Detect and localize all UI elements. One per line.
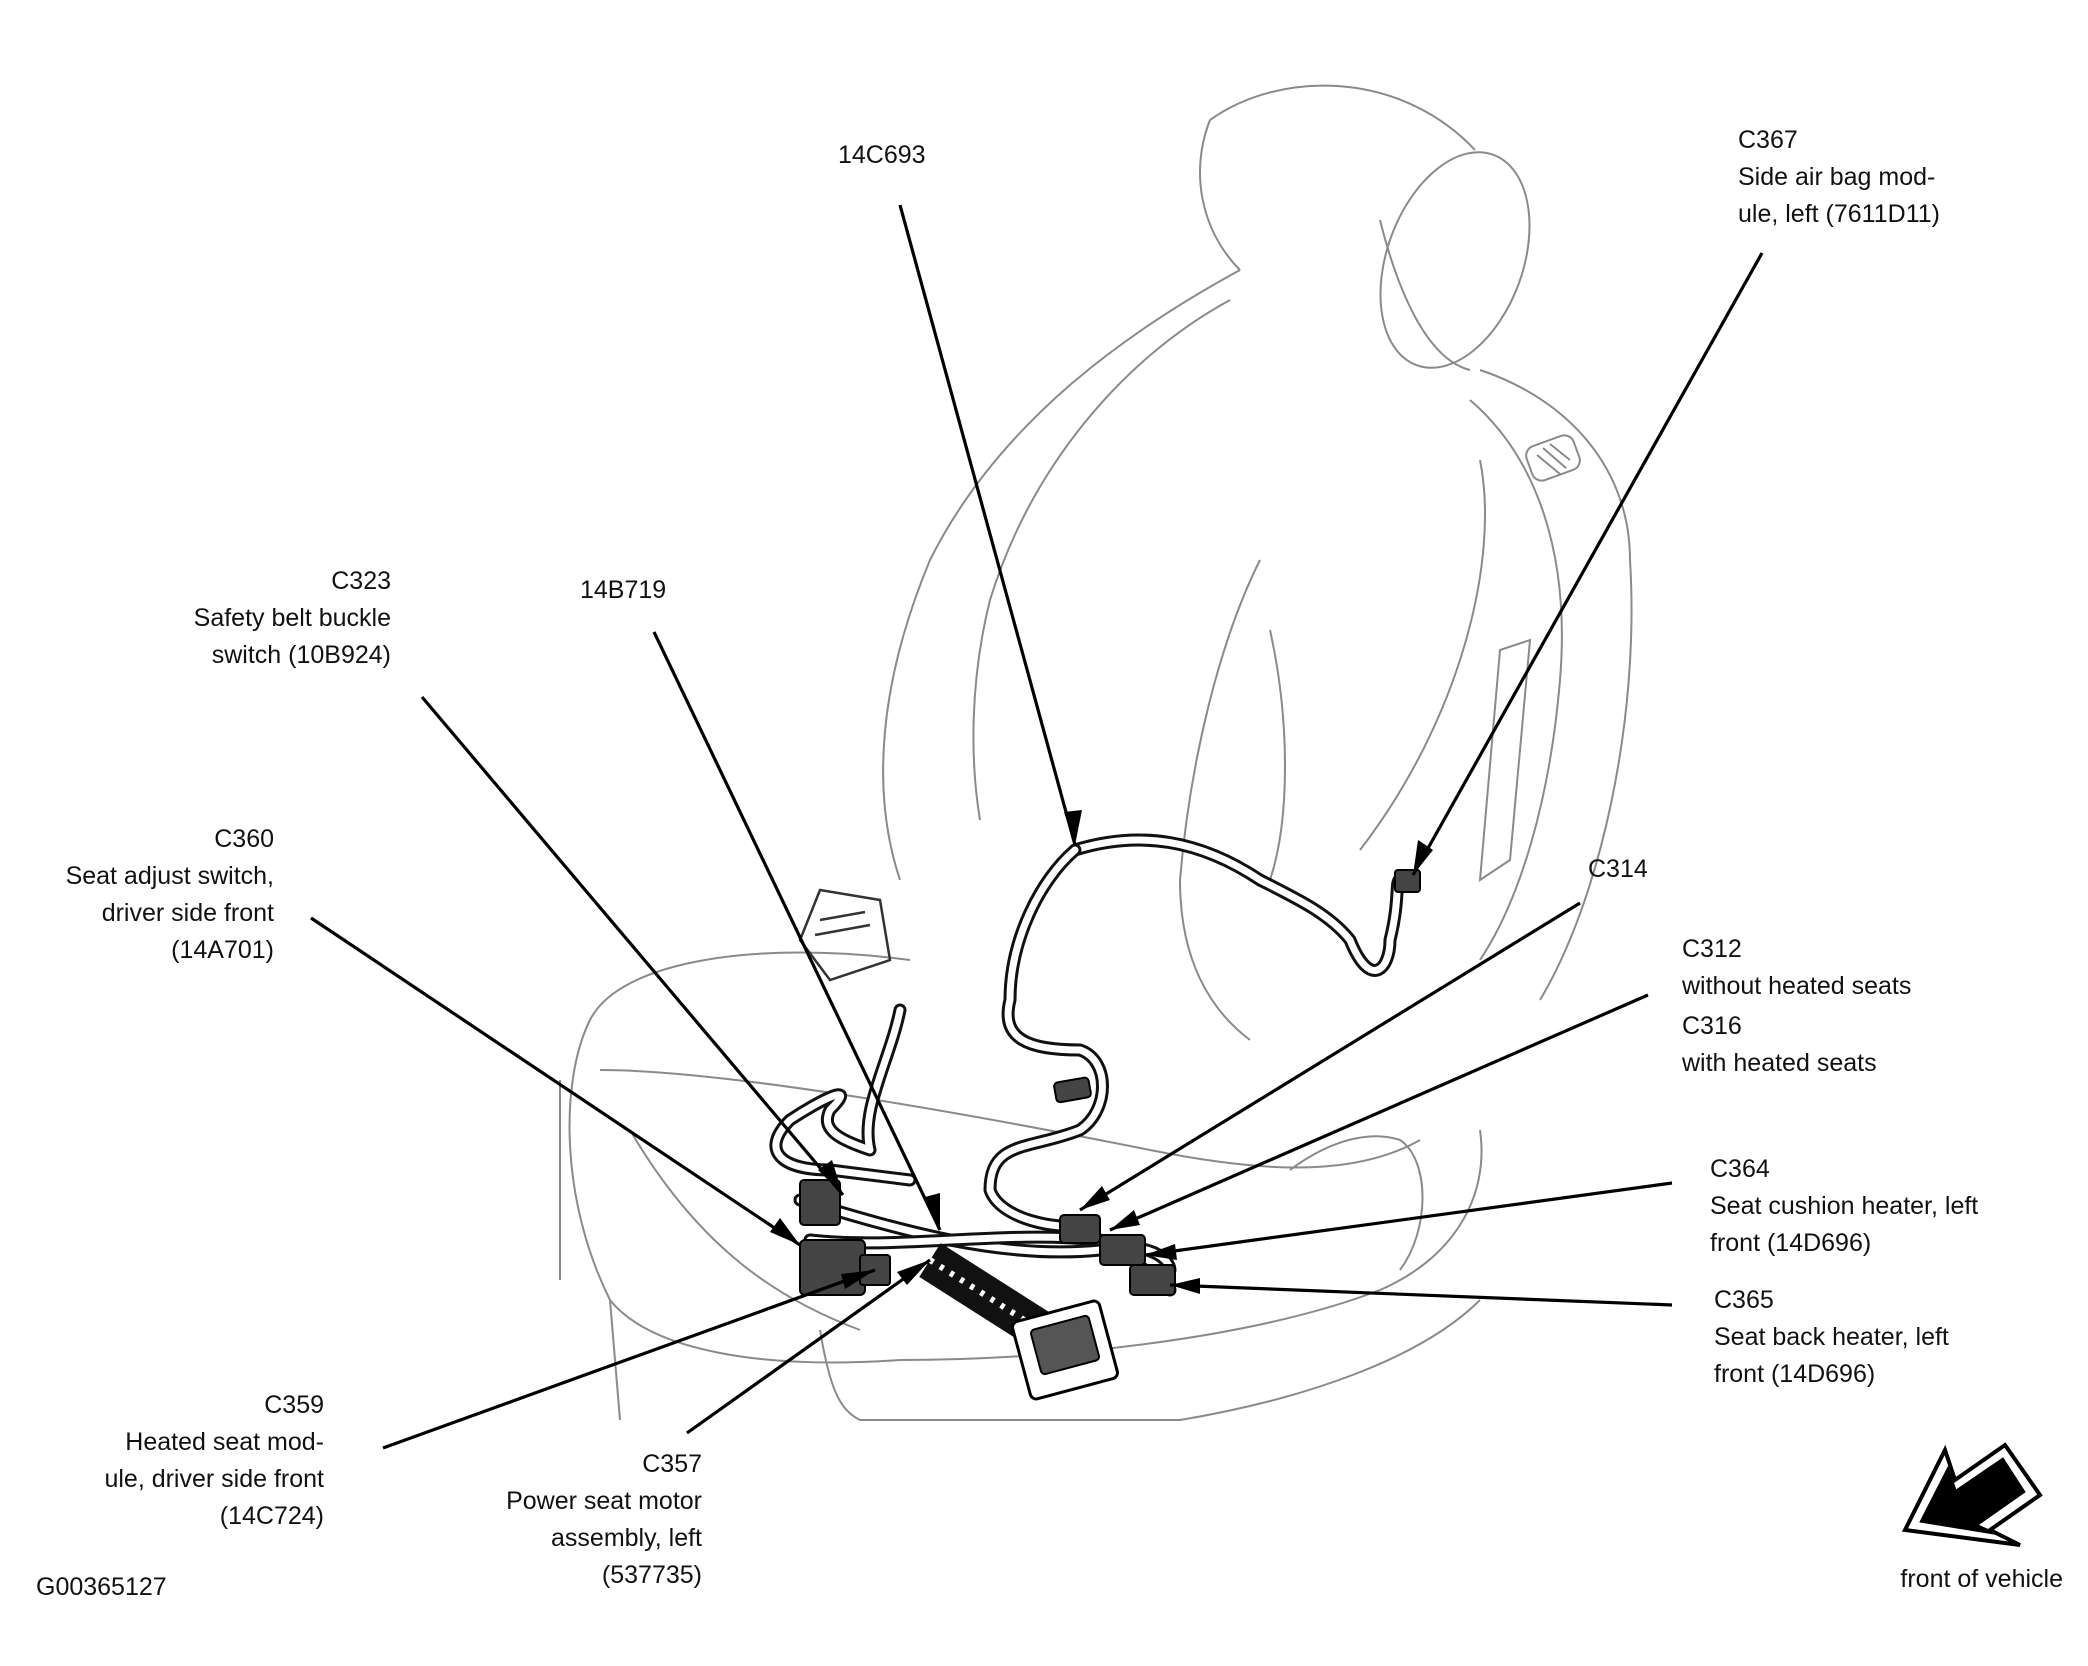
- label-c323-id: C323: [331, 567, 391, 595]
- label-c365: C365 Seat back heater, left front (14D69…: [1714, 1282, 1949, 1393]
- leader-c360: [310, 916, 801, 1247]
- label-c365-line2: front (14D696): [1714, 1360, 1876, 1388]
- leader-c323: [420, 695, 845, 1197]
- c357-connector: [1011, 1299, 1119, 1401]
- leader-arrowheads: [770, 810, 1433, 1294]
- label-c316: C316 with heated seats: [1682, 1008, 1877, 1082]
- wiring-harness: [769, 833, 1407, 1347]
- label-14c693-id: 14C693: [838, 141, 926, 169]
- label-c316-line1: with heated seats: [1682, 1049, 1877, 1077]
- c314-connector: [1053, 1076, 1092, 1104]
- front-direction-arrow-icon: [1901, 1442, 2043, 1547]
- seat-outline: [559, 84, 1633, 1421]
- label-c359: C359 Heated seat mod- ule, driver side f…: [104, 1387, 324, 1535]
- leader-14c693: [898, 204, 1077, 846]
- arrowhead-c323: [818, 1160, 843, 1195]
- label-c365-id: C365: [1714, 1286, 1774, 1314]
- leader-c367: [1411, 252, 1764, 876]
- label-c360-id: C360: [214, 825, 274, 853]
- arrowhead-c364: [1145, 1244, 1177, 1260]
- label-c367-line1: Side air bag mod-: [1738, 163, 1936, 191]
- label-c360-line1: Seat adjust switch,: [65, 862, 274, 890]
- label-c323-line1: Safety belt buckle: [193, 604, 391, 632]
- label-c359-id: C359: [264, 1391, 324, 1419]
- label-c357: C357 Power seat motor assembly, left (53…: [506, 1446, 702, 1594]
- label-c360-line2: driver side front: [101, 899, 274, 927]
- c323-connector: [799, 1179, 841, 1226]
- c365-connector: [1129, 1264, 1176, 1296]
- arrowhead-c367: [1413, 840, 1433, 875]
- label-c357-id: C357: [642, 1450, 702, 1478]
- label-c359-line1: Heated seat mod-: [125, 1428, 324, 1456]
- connectors: [799, 869, 1421, 1401]
- leader-lines: [310, 204, 1764, 1450]
- label-c367: C367 Side air bag mod- ule, left (7611D1…: [1738, 122, 1940, 233]
- label-c323-line2: switch (10B924): [211, 641, 391, 669]
- label-c357-line1: Power seat motor: [506, 1487, 702, 1515]
- leader-c364: [1144, 1181, 1673, 1257]
- label-c312-line1: without heated seats: [1682, 972, 1912, 1000]
- label-c364-line2: front (14D696): [1710, 1229, 1872, 1257]
- label-14b719-id: 14B719: [580, 576, 667, 604]
- label-c360: C360 Seat adjust switch, driver side fro…: [66, 821, 274, 969]
- arrowhead-c312: [1110, 1210, 1140, 1230]
- arrowhead-c365: [1170, 1278, 1200, 1294]
- label-c314: C314: [1588, 851, 1648, 888]
- label-c314-id: C314: [1588, 855, 1648, 883]
- leader-14b719: [652, 631, 942, 1231]
- label-c367-line2: ule, left (7611D11): [1738, 200, 1940, 228]
- arrowhead-c357: [897, 1260, 930, 1285]
- label-c357-line2: assembly, left: [551, 1524, 702, 1552]
- c364-connector: [1099, 1234, 1146, 1266]
- label-c323: C323 Safety belt buckle switch (10B924): [194, 563, 391, 674]
- label-14c693: 14C693: [838, 137, 926, 174]
- label-c360-line3: (14A701): [171, 936, 274, 964]
- label-c316-id: C316: [1682, 1012, 1742, 1040]
- arrowhead-14c693: [1064, 810, 1082, 845]
- label-c364: C364 Seat cushion heater, left front (14…: [1710, 1151, 1978, 1262]
- arrowhead-c360: [770, 1218, 800, 1245]
- leader-c359: [382, 1268, 876, 1450]
- leader-c312: [1109, 993, 1649, 1232]
- label-c312-id: C312: [1682, 935, 1742, 963]
- label-14b719: 14B719: [580, 572, 666, 609]
- label-c359-line3: (14C724): [219, 1502, 324, 1530]
- leader-c365: [1169, 1283, 1673, 1307]
- label-c364-line1: Seat cushion heater, left: [1710, 1192, 1979, 1220]
- label-c312: C312 without heated seats: [1682, 931, 1911, 1005]
- arrowhead-14b719: [925, 1193, 940, 1230]
- arrowhead-c314: [1080, 1186, 1110, 1210]
- label-c359-line2: ule, driver side front: [104, 1465, 324, 1493]
- c312-connector: [1059, 1214, 1101, 1244]
- c367-connector: [1394, 869, 1421, 893]
- figure-id: G00365127: [36, 1573, 167, 1601]
- leader-c314: [1079, 901, 1581, 1212]
- arrowhead-c359: [841, 1270, 875, 1289]
- label-c357-line3: (537735): [601, 1561, 702, 1589]
- leader-c357: [686, 1258, 931, 1435]
- label-c367-id: C367: [1738, 126, 1798, 154]
- front-of-vehicle-label: front of vehicle: [1900, 1565, 2063, 1593]
- label-c364-id: C364: [1710, 1155, 1770, 1183]
- label-c365-line1: Seat back heater, left: [1714, 1323, 1949, 1351]
